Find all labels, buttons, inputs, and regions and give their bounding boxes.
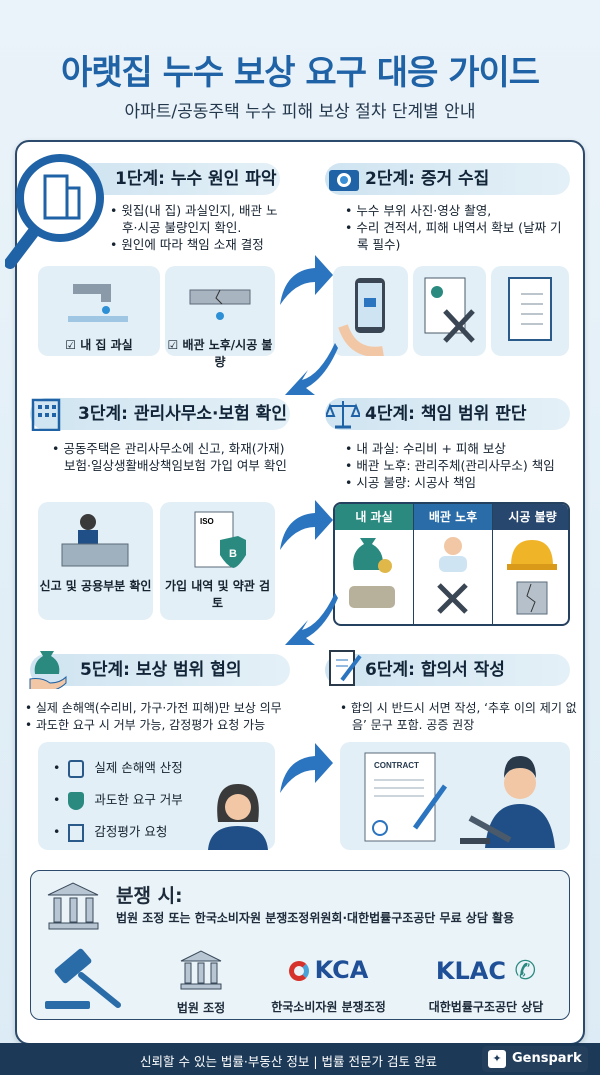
arrow-down-left-icon [285,593,338,645]
bullet: • 공동주택은 관리사무소에 신고, 화재(가재)보험·일상생활배상책임보험 가… [52,441,287,473]
arrow-right-icon [280,500,333,550]
step4-title: 4단계: 책임 범위 판단 [325,398,570,430]
step2-title: 2단계: 증거 수집 [325,163,570,195]
phone-camera-icon [338,278,385,357]
contract-lawyer-icon: CONTRACT [364,752,555,848]
responsibility-table: 내 과실 배관 노후 시공 불량 [333,502,570,626]
dispute-item-label: 법원 조정 [176,1001,226,1015]
gavel-icon [45,948,121,1009]
column-my-fault: 내 과실 [335,504,414,624]
faucet-icon [68,284,128,322]
footer: 신뢰할 수 있는 법률·부동산 정보 | 법률 전문가 검토 완료 ✦Gensp… [0,1043,600,1075]
dispute-item-label: 대한법률구조공단 상담 [428,1000,544,1014]
office-desk-icon [61,514,129,567]
woman-avatar-icon [208,784,268,850]
arrow-down-left-icon [285,343,338,395]
step1-bullets: • 윗집(내 집) 과실인지, 배관 노후·시공 불량인지 확인. • 원인에 … [110,202,280,253]
invoice-tools-icon [424,277,475,343]
kca-logo: KCA [256,956,401,986]
card-pipe-fault: ☑ 배관 노후/시공 불량 [165,266,275,369]
insurance-doc-shield-icon: ISO B [194,511,246,568]
dispute-item-klac: KLAC ✆ 대한법률구조공단 상담 [411,956,561,1015]
calculator-icon [68,759,85,778]
bullet: • 누수 부위 사진·영상 촬영, [345,203,492,218]
dispute-item-court: 법원 조정 [156,949,246,1016]
dispute-item-label: 한국소비자원 분쟁조정 [271,1000,386,1014]
step5-bullets: • 실제 손해액(수리비, 가구·가전 피해)만 보상 의무 • 과도한 요구 … [25,700,295,734]
page-title: 아랫집 누수 보상 요구 대응 가이드 [60,53,540,93]
dispute-title: 분쟁 시: [116,885,183,907]
shield-label: B [229,548,237,560]
page-subtitle: 아파트/공동주택 누수 피해 보상 절차 단계별 안내 [124,102,476,122]
bullet: • 내 과실: 수리비 + 피해 보상 [345,441,506,456]
checklist-item: • 감정평가 요청 [53,816,203,848]
iso-label: ISO [200,517,214,526]
step4-bullets: • 내 과실: 수리비 + 피해 보상 • 배관 노후: 관리주체(관리사무소)… [345,440,575,491]
bullet: • 윗집(내 집) 과실인지, 배관 노후·시공 불량인지 확인. [110,203,278,235]
document-pen-icon [329,650,362,686]
genspark-badge[interactable]: ✦Genspark [482,1046,588,1072]
money-bag-sofa-icon [349,538,395,608]
step3-title: 3단계: 관리사무소·보험 확인 [30,398,290,430]
bullet: • 수리 견적서, 피해 내역서 확보 (날짜 기록 필수) [345,220,562,252]
checklist-card [491,266,569,356]
column-header: 내 과실 [335,504,413,530]
magnifier-building-icon [5,154,104,269]
column-header: 시공 불량 [493,504,568,530]
courthouse-icon [47,882,99,930]
card-label: ☑ 내 집 과실 [65,338,133,352]
bullet: • 합의 시 반드시 서면 작성, ‘추후 이의 제기 없음’ 문구 포함. 공… [340,701,577,732]
contract-label: CONTRACT [374,761,419,770]
bullet: • 배관 노후: 관리주체(관리사무소) 책임 [345,458,555,473]
column-header: 배관 노후 [414,504,492,530]
clipboard-check-icon [68,823,85,842]
dispute-item-kca: KCA 한국소비자원 분쟁조정 [256,956,401,1015]
courthouse-icon [180,950,222,990]
estimate-card [413,266,486,356]
bullet: • 원인에 따라 책임 소재 결정 [110,237,264,252]
step6-bullets: • 합의 시 반드시 서면 작성, ‘추후 이의 제기 없음’ 문구 포함. 공… [340,700,580,734]
broken-pipe-icon [189,289,251,320]
dispute-box: 분쟁 시: 법원 조정 또는 한국소비자원 분쟁조정위원회·대한법률구조공단 무… [30,870,570,1020]
step1-title: 1단계: 누수 원인 파악 [75,163,280,195]
phone-icon: ✆ [514,956,537,986]
footer-text: 신뢰할 수 있는 법률·부동산 정보 | 법률 전문가 검토 완료 [140,1054,437,1069]
card-label: ☑ 배관 노후/시공 불량 [167,338,273,369]
klac-logo: KLAC ✆ [435,956,537,986]
step6-title: 6단계: 합의서 작성 [325,654,570,686]
camera-icon [329,170,359,191]
arrow-right-icon [280,743,333,793]
bullet: • 시공 불량: 시공사 책임 [345,475,476,490]
photo-phone-card [333,266,408,357]
compensation-box: • 실제 손해액 산정 • 과도한 요구 거부 • 감정평가 요청 [38,742,275,850]
bullet: • 과도한 요구 시 거부 가능, 감정평가 요청 가능 [25,718,266,732]
checklist-item: • 과도한 요구 거부 [53,784,203,816]
step2-bullets: • 누수 부위 사진·영상 촬영, • 수리 견적서, 피해 내역서 확보 (날… [345,202,570,253]
column-pipe: 배관 노후 [414,504,493,624]
card-label: 가입 내역 및 약관 검토 [164,579,271,610]
sparkle-icon: ✦ [488,1049,506,1068]
manager-wrench-icon [437,537,468,614]
card-label: 신고 및 공용부분 확인 [39,579,152,593]
shield-x-icon [68,791,85,810]
column-construction: 시공 불량 [493,504,568,624]
scales-icon [326,401,360,429]
checklist-item: • 실제 손해액 산정 [53,752,203,784]
dispute-text: 법원 조정 또는 한국소비자원 분쟁조정위원회·대한법률구조공단 무료 상담 활… [116,911,515,925]
agreement-box: CONTRACT [340,742,570,850]
bullet: • 실제 손해액(수리비, 가구·가전 피해)만 보상 의무 [25,701,282,715]
card-insurance: ISO B 가입 내역 및 약관 검토 [160,502,275,620]
hardhat-crack-icon [507,540,557,615]
card-report: 신고 및 공용부분 확인 [38,502,153,620]
arrow-right-icon [280,255,333,305]
notepad-checklist-icon [508,277,552,341]
money-hand-icon [29,651,67,689]
card-my-fault: ☑ 내 집 과실 [38,266,160,356]
step3-bullets: • 공동주택은 관리사무소에 신고, 화재(가재)보험·일상생활배상책임보험 가… [52,440,292,474]
building-icon [31,398,61,431]
step5-title: 5단계: 보상 범위 협의 [30,654,290,686]
compensation-checklist: • 실제 손해액 산정 • 과도한 요구 거부 • 감정평가 요청 [53,752,203,848]
